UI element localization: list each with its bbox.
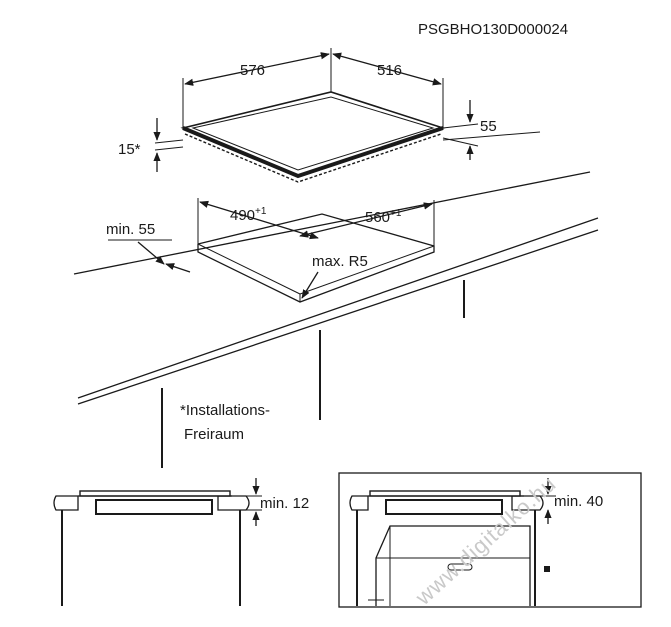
section-oven-gap: [338, 472, 642, 608]
worktop-illustration: [73, 171, 599, 468]
cutout-width-dimension-line: [199, 200, 319, 240]
corner-radius-label: max. R5: [312, 253, 368, 270]
side-gap-label: min. 12: [260, 495, 309, 512]
oven-gap-label: min. 40: [554, 493, 603, 510]
front-edge-label: min. 55: [106, 221, 155, 238]
hob-depth-label: 516: [377, 62, 402, 79]
footnote-line2: Freiraum: [184, 426, 244, 443]
footnote-line1: *Installations-: [180, 402, 270, 419]
hob-illustration: [153, 48, 541, 183]
hob-width-dimension-line: [184, 52, 330, 86]
section-side-gap: [53, 478, 262, 606]
hob-width-label: 576: [240, 62, 265, 79]
cutout-depth-dimension-line: [299, 202, 433, 238]
clearance-label: 15*: [118, 141, 141, 158]
hob-depth-dimension-line: [332, 52, 442, 86]
drawing-code: PSGBHO130D000024: [418, 21, 568, 38]
cutout-width-label: 490+1: [230, 206, 267, 224]
cutout-depth-label: 560+1: [365, 208, 402, 226]
hob-height-label: 55: [480, 118, 497, 135]
